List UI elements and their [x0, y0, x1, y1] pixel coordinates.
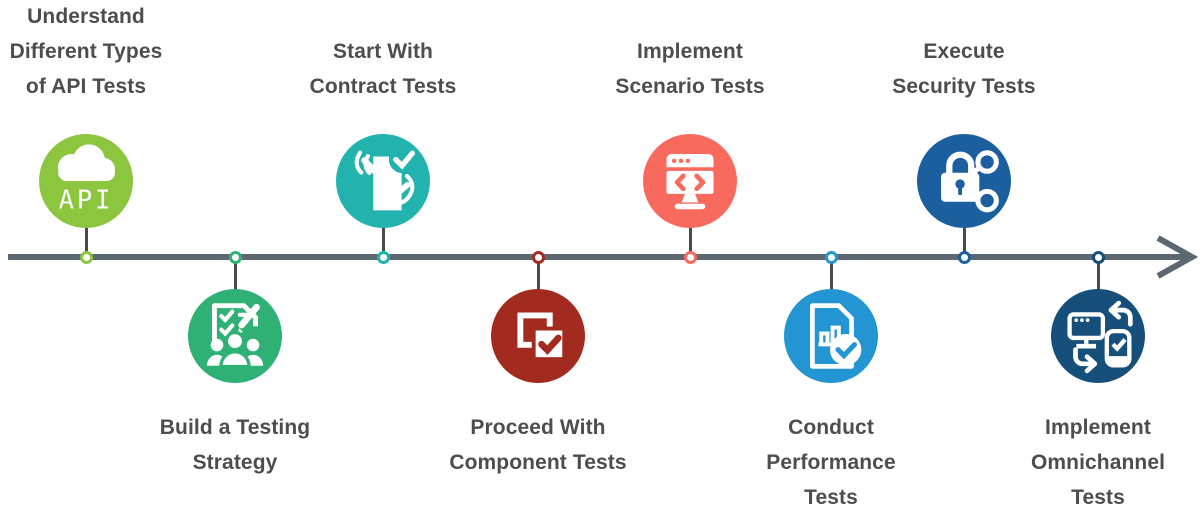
step-label: Implement Scenario Tests: [615, 40, 765, 98]
step-label: Implement Omnichannel Tests: [1030, 416, 1166, 509]
step-icon-bubble: [188, 289, 282, 383]
timeline-node: [376, 250, 390, 264]
step-icon-bubble: [784, 289, 878, 383]
connector-stem: [84, 222, 88, 257]
step-icon-bubble: [1051, 289, 1145, 383]
testing-strategy-checklist-team-icon: [206, 303, 264, 369]
timeline-node: [228, 250, 242, 264]
api-label: API: [59, 185, 114, 215]
api-cloud-icon: API: [57, 144, 115, 215]
contract-document-check-icon: [354, 145, 417, 211]
right-arrow-icon: [1156, 235, 1199, 279]
step-label: Conduct Performance Tests: [766, 416, 896, 509]
timeline-node: [824, 250, 838, 264]
step-label: Understand Different Types of API Tests: [9, 5, 163, 98]
connector-stem: [233, 257, 237, 293]
connector-stem: [688, 222, 692, 257]
timeline-node: [79, 250, 93, 264]
security-lock-share-icon: [941, 150, 999, 213]
performance-report-check-icon: [810, 303, 862, 369]
timeline-node: [683, 250, 697, 264]
connector-stem: [536, 257, 540, 293]
step-icon-bubble: [643, 134, 737, 228]
step-icon-bubble: API: [39, 134, 133, 228]
component-squares-check-icon: [517, 312, 567, 362]
step-icon-bubble: [336, 134, 430, 228]
connector-stem: [1096, 257, 1100, 293]
step-icon-bubble: [917, 134, 1011, 228]
step-label: Proceed With Component Tests: [449, 416, 627, 474]
timeline-node: [957, 250, 971, 264]
step-label: Build a Testing Strategy: [159, 416, 311, 474]
omnichannel-devices-sync-icon: [1067, 300, 1133, 374]
connector-stem: [381, 222, 385, 257]
timeline-node: [531, 250, 545, 264]
step-label: Execute Security Tests: [892, 40, 1036, 98]
step-icon-bubble: [491, 289, 585, 383]
connector-stem: [829, 257, 833, 293]
timeline-axis: [8, 254, 1186, 260]
timeline-node: [1091, 250, 1105, 264]
step-label: Start With Contract Tests: [309, 40, 457, 98]
connector-stem: [962, 222, 966, 257]
browser-code-window-icon: [666, 153, 714, 210]
